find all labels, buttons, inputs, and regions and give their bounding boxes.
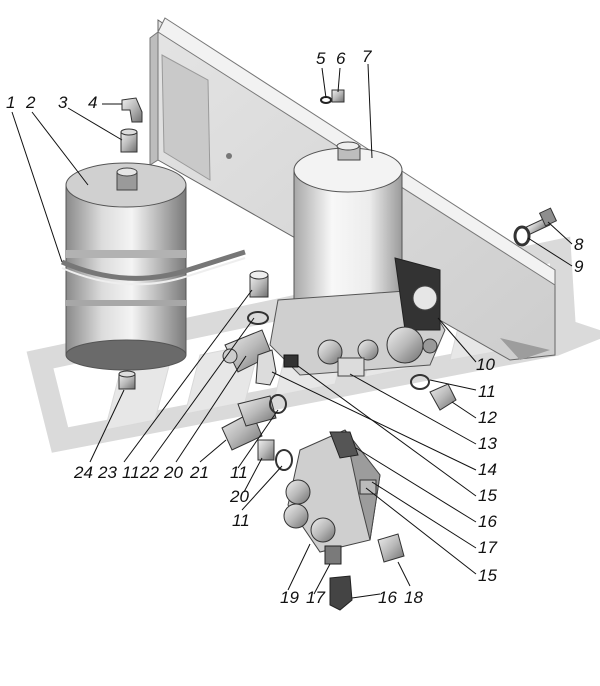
fitting-15: [283, 354, 299, 368]
callout-16-b: 16: [378, 588, 397, 607]
callout-24: 24: [73, 463, 93, 482]
callout-11-a: 11: [478, 382, 496, 401]
dryer-housing: [269, 257, 446, 377]
callout-19: 19: [280, 588, 299, 607]
fitting-3: [120, 128, 138, 153]
bolt-8: [525, 207, 558, 235]
callout-15-a: 15: [478, 486, 497, 505]
leader-lines: [11, 63, 573, 599]
washer-9: [513, 225, 531, 247]
callout-22: 22: [139, 463, 159, 482]
callout-1: 1: [6, 93, 15, 112]
callout-7: 7: [362, 47, 372, 66]
plug-12: [429, 383, 457, 411]
seal-11-upper: [247, 311, 269, 325]
protection-valve: [283, 429, 381, 553]
callout-15-b: 15: [478, 566, 497, 585]
callout-8: 8: [574, 235, 584, 254]
callout-10: 10: [476, 355, 495, 374]
callout-6: 6: [336, 49, 346, 68]
fitting-20: [257, 439, 275, 461]
valve-22: [222, 329, 273, 373]
fitting-23: [249, 270, 269, 298]
callout-11-d: 11: [122, 463, 140, 482]
valve-21: [221, 395, 277, 451]
drain-plug: [118, 370, 136, 390]
callout-23: 23: [97, 463, 117, 482]
receiver-tank: [65, 162, 187, 371]
callout-20-b: 20: [229, 487, 249, 506]
elbow-16: [329, 575, 353, 611]
callout-21: 21: [189, 463, 209, 482]
tank-strap: [60, 249, 246, 286]
callout-3: 3: [58, 93, 68, 112]
callout-11-b: 11: [232, 511, 250, 530]
fitting-17: [324, 545, 342, 565]
callout-20-a: 20: [163, 463, 183, 482]
callout-5: 5: [316, 49, 326, 68]
callout-13: 13: [478, 434, 497, 453]
callout-2: 2: [25, 93, 36, 112]
callout-4: 4: [88, 93, 97, 112]
callout-17-b: 17: [306, 588, 325, 607]
callout-labels: 1 2 3 4 5 6 7 8 9 10 11 12 13 14 15 16 1…: [6, 47, 584, 607]
elbow-4: [121, 97, 143, 123]
callout-14: 14: [478, 460, 497, 479]
seal-11-mid: [269, 394, 287, 414]
callout-9: 9: [574, 257, 584, 276]
callout-16-a: 16: [478, 512, 497, 531]
fitting-18: [377, 533, 405, 563]
callout-12: 12: [478, 408, 497, 427]
callout-11-c: 11: [230, 463, 248, 482]
seal-11-low: [275, 449, 293, 471]
elbow-14: [255, 349, 277, 386]
callout-17-a: 17: [478, 538, 497, 557]
seal-11-right: [410, 374, 430, 390]
callout-18: 18: [404, 588, 423, 607]
